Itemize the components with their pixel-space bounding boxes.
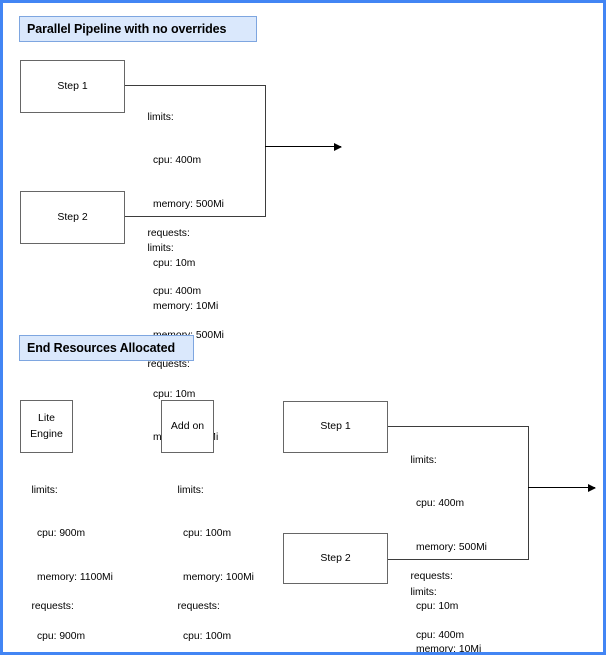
spec-limits-cpu: cpu: 100m <box>183 528 232 540</box>
spec-limits-cpu: cpu: 400m <box>416 630 465 642</box>
node-label-line1: Step 1 <box>320 420 351 433</box>
spec-limits-label: limits: <box>177 484 204 496</box>
connector-join-vertical-bottom <box>528 426 529 560</box>
arrow-output-bottom <box>528 483 596 492</box>
spec-requests-memory: memory: 10Mi <box>416 644 482 655</box>
arrow-output-top <box>265 142 342 151</box>
connector-step2-top-horizontal <box>125 216 266 217</box>
connector-join-vertical-top <box>265 85 266 217</box>
spec-limits-cpu: cpu: 900m <box>37 528 86 540</box>
node-label-line2: Engine <box>30 427 63 440</box>
spec-step-1-top: limits: cpu: 400m memory: 500Mi requests… <box>136 96 224 344</box>
connector-step1-top-horizontal <box>125 85 266 86</box>
spec-add-on: limits: cpu: 100m memory: 100Mi requests… <box>166 469 254 652</box>
banner-label: End Resources Allocated <box>27 341 175 355</box>
spec-limits-label: limits: <box>147 111 174 123</box>
spec-requests-memory: memory: 10Mi <box>153 301 219 313</box>
spec-limits-memory: memory: 100Mi <box>183 572 254 584</box>
node-label: Step 1 <box>57 79 88 92</box>
spec-step-2-bottom: limits: cpu: 400m memory: 500Mi requests… <box>399 571 487 652</box>
spec-requests-cpu: cpu: 100m <box>183 630 232 642</box>
spec-limits-memory: memory: 500Mi <box>153 199 224 211</box>
spec-requests-cpu: cpu: 10m <box>416 600 459 612</box>
node-label-line1: Step 2 <box>320 551 351 564</box>
node-label-line1: Lite <box>38 412 55 425</box>
banner-parallel-pipeline: Parallel Pipeline with no overrides <box>19 16 257 42</box>
spec-requests-cpu: cpu: 10m <box>153 257 196 269</box>
node-add-on[interactable]: Add on <box>161 400 214 453</box>
spec-limits-label: limits: <box>31 484 58 496</box>
node-step-1-top[interactable]: Step 1 <box>20 60 125 113</box>
node-step-1-bottom[interactable]: Step 1 <box>283 401 388 453</box>
spec-requests-label: requests: <box>147 228 190 240</box>
spec-limits-memory: memory: 1100Mi <box>37 572 113 584</box>
node-step-2-top[interactable]: Step 2 <box>20 191 125 244</box>
node-step-2-bottom[interactable]: Step 2 <box>283 533 388 584</box>
banner-end-resources-allocated: End Resources Allocated <box>19 335 194 361</box>
connector-step2-bottom-horizontal <box>388 559 529 560</box>
spec-requests-cpu: cpu: 10m <box>153 388 196 400</box>
spec-limits-cpu: cpu: 400m <box>153 286 202 298</box>
spec-limits-memory: memory: 500Mi <box>416 542 487 554</box>
spec-limits-label: limits: <box>410 454 437 466</box>
spec-lite-engine: limits: cpu: 900m memory: 1100Mi request… <box>20 469 113 652</box>
spec-limits-cpu: cpu: 400m <box>416 498 465 510</box>
node-label-line1: Add on <box>170 419 205 432</box>
connector-step1-bottom-horizontal <box>388 426 529 427</box>
spec-requests-label: requests: <box>147 359 190 371</box>
spec-requests-label: requests: <box>31 601 74 613</box>
spec-limits-label: limits: <box>410 586 437 598</box>
node-label: Step 2 <box>57 210 88 223</box>
spec-requests-cpu: cpu: 900m <box>37 630 86 642</box>
node-lite-engine[interactable]: Lite Engine <box>20 400 73 453</box>
spec-limits-label: limits: <box>147 242 174 254</box>
spec-limits-cpu: cpu: 400m <box>153 155 202 167</box>
spec-step-1-bottom: limits: cpu: 400m memory: 500Mi requests… <box>399 439 487 655</box>
banner-label: Parallel Pipeline with no overrides <box>27 22 227 36</box>
spec-requests-label: requests: <box>177 601 220 613</box>
spec-requests-label: requests: <box>410 571 453 583</box>
